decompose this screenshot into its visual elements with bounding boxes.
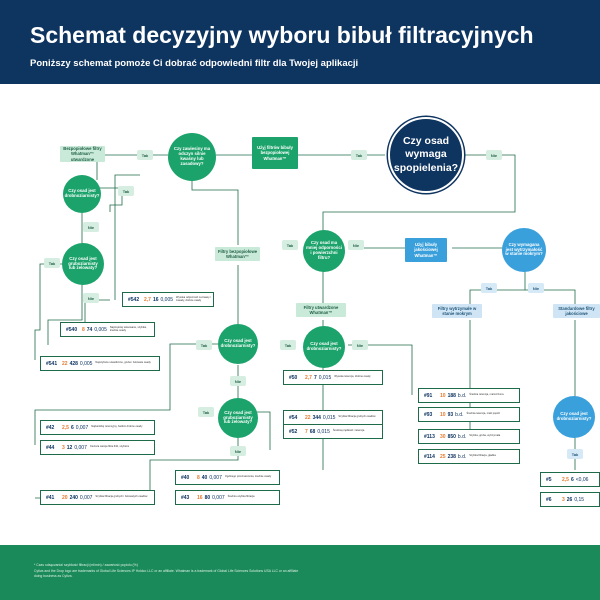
answer-no: Nie [83, 222, 99, 232]
header-banner: Schemat decyzyjny wyboru bibuł filtracyj… [0, 0, 600, 84]
tag-ashless-hardened: Bezpopiołowe filtry Whatman™ utwardzone [60, 146, 105, 162]
answer-yes: Tak [196, 340, 212, 350]
answer-yes: Tak [481, 283, 497, 293]
decision-rapid: Czy osad ma mniej odporności i powierzch… [303, 230, 345, 272]
answer-no: Nie [348, 240, 364, 250]
product-card-50: #50 2,7 7 0,015 Wysoka retencja, drobne … [283, 370, 383, 385]
product-card-114: #114 25 238 b.d. Szybka filtracja, gładk… [418, 449, 520, 464]
decision-coarse-b: Czy osad jest gruboziarnisty lub żelowat… [218, 398, 258, 438]
product-card-42: #42 2,5 6 0,007 Najbardziej retencyjny, … [40, 420, 155, 435]
product-card-540: #540 8 74 0,005 Najczęściej stosowane, s… [60, 322, 155, 337]
footer-note-3: doing business as Cytiva. [34, 574, 73, 578]
footer-note-2: Cytiva and the Drop logo are trademarks … [34, 569, 299, 573]
decision-wet-strength: Czy wymagana jest wytrzymałość w stanie … [502, 228, 546, 272]
decision-fine-b: Czy osad jest drobnoziarnisty? [218, 324, 258, 364]
decision-coarse-a: Czy osad jest gruboziarnisty lub żelowat… [62, 243, 104, 285]
tag-wet-strong: Filtry wytrzymałe w stanie mokrym [432, 304, 482, 318]
footer-note-1: * Czas odsączania/ szybkość filtracji (m… [34, 563, 138, 567]
answer-yes: Tak [280, 340, 296, 350]
answer-no: Nie [230, 376, 246, 386]
answer-no: Nie [83, 293, 99, 303]
product-card-52: #52 7 68 0,015 Średnia prędkość i retenc… [283, 424, 383, 439]
tag-use-ashless: Użyj filtrów bibuły bezpopiołowej Whatma… [252, 137, 298, 169]
tag-qualitative: Użyj bibuły jakościowej Whatman™ [405, 238, 447, 262]
decision-fine-d: Czy osad jest drobnoziarnisty? [553, 396, 595, 438]
tag-hardened: Filtry utwardzone Whatman™ [296, 303, 346, 317]
answer-yes: Tak [118, 186, 134, 196]
tag-ashless: Filtry bezpopiołowe Whatman™ [215, 247, 260, 261]
product-card-5: #5 2,5 6 <0,06 [540, 472, 600, 487]
page-title: Schemat decyzyjny wyboru bibuł filtracyj… [30, 22, 534, 48]
tag-standard: Standardowe filtry jakościowe [553, 304, 600, 318]
product-card-541: #541 22 428 0,005 Najszybsze utwardzone,… [40, 356, 160, 371]
product-card-113: #113 30 850 b.d. Szybka, gruba, wytrzyma… [418, 429, 520, 444]
footer-band: * Czas odsączania/ szybkość filtracji (m… [0, 545, 600, 600]
answer-yes: Tak [282, 240, 298, 250]
product-card-44: #44 3 12 0,007 Cieńsza wersja filtra #42… [40, 440, 155, 455]
decision-acid-base: Czy zawiesiny ma odczyn silnie kwaśny lu… [168, 133, 216, 181]
answer-yes: Tak [351, 150, 367, 160]
page-subtitle: Poniższy schemat pomoże Ci dobrać odpowi… [30, 58, 359, 69]
product-card-6: #6 3 26 0,15 [540, 492, 600, 507]
product-card-41: #41 20 240 0,007 Szybka filtracja grubyc… [40, 490, 155, 505]
answer-yes: Tak [567, 449, 583, 459]
decision-ash-required: Czy osad wymaga spopielenia? [388, 117, 464, 193]
product-card-43: #43 16 80 0,007 Średnio-szybka filtracja [175, 490, 280, 505]
product-card-40: #40 8 40 0,007 Ogólnego przeznaczenia, ś… [175, 470, 280, 485]
product-card-93: #93 10 93 b.d. Średnia retencja, niski p… [418, 407, 520, 422]
answer-yes: Tak [198, 407, 214, 417]
decision-fine-a: Czy osad jest drobnoziarnisty? [63, 175, 101, 213]
product-card-91: #91 10 188 b.d. Średnia retencja, marszc… [418, 388, 520, 403]
answer-no: Nie [528, 283, 544, 293]
product-card-54: #54 22 344 0,015 Szybka filtracja grubyc… [283, 410, 383, 425]
answer-no: Nie [230, 446, 246, 456]
product-card-542: #542 2,7 16 0,005 Wysoka odporność na kw… [122, 292, 214, 307]
answer-no: Nie [486, 150, 502, 160]
decision-fine-c: Czy osad jest drobnoziarnisty? [303, 326, 345, 368]
answer-no: Nie [352, 340, 368, 350]
answer-yes: Tak [44, 258, 60, 268]
answer-yes: Tak [137, 150, 153, 160]
